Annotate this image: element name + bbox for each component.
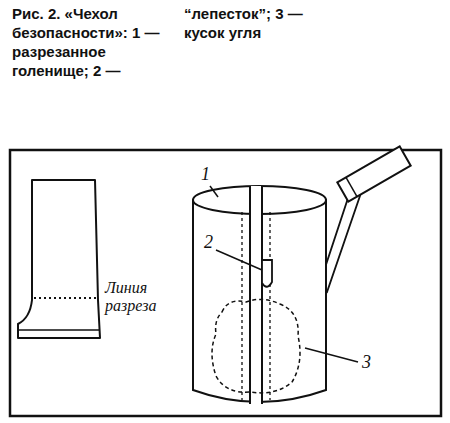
stitch-line — [241, 212, 242, 400]
hammer-head — [337, 146, 410, 201]
callout-number: 1 — [199, 164, 212, 184]
frame — [10, 150, 441, 416]
leader-line — [216, 250, 262, 270]
leader-line — [210, 186, 218, 197]
boot — [18, 180, 100, 338]
callout-number: 3 — [360, 352, 373, 372]
slit-edge — [261, 186, 263, 404]
leader-line — [305, 348, 358, 362]
coal-piece — [212, 299, 300, 392]
slit-edge — [249, 186, 251, 404]
cut-line-label: Линия разреза — [103, 279, 187, 315]
figure-caption: Рис. 2. «Чехол безопасности»: 1 — разрез… — [12, 4, 342, 84]
stitch-line — [269, 212, 270, 400]
petal — [262, 260, 272, 287]
boot-sole — [18, 329, 100, 331]
callout-number: 2 — [202, 232, 215, 252]
cut-line — [34, 297, 97, 299]
